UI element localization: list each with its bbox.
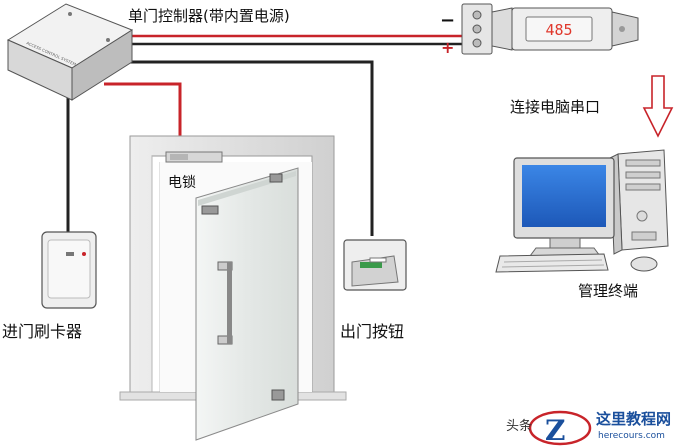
glass-door (195, 167, 299, 441)
watermark-logo: Z (528, 410, 592, 447)
logo-ring-icon (528, 410, 592, 446)
rs485-converter: 485 (461, 3, 639, 55)
management-terminal-label: 管理终端 (578, 282, 639, 300)
converter-display: 485 (545, 21, 572, 39)
watermark-site-url: herecours.com (598, 431, 665, 441)
controller-box: ACCESS CONTROL SYSTEM (6, 3, 134, 101)
exit-button (343, 239, 407, 291)
logo-z-icon: Z (545, 414, 565, 447)
polarity-positive-label: + (441, 38, 455, 57)
controller-to-lock-red-wire (104, 82, 182, 156)
controller-to-exit-button-wire (112, 60, 374, 236)
controller-label: 单门控制器(带内置电源) (128, 7, 290, 25)
exit-button-label: 出门按钮 (340, 322, 405, 341)
wires (66, 34, 462, 236)
card-reader-label: 进门刷卡器 (2, 322, 83, 341)
down-arrow-icon (642, 75, 674, 138)
electric-lock (165, 151, 223, 163)
desktop-computer (495, 149, 669, 273)
card-reader (41, 231, 97, 309)
serial-port-label: 连接电脑串口 (510, 98, 601, 116)
polarity-negative-label: − (440, 10, 456, 31)
lock-label: 电锁 (168, 175, 196, 191)
watermark-site-name: 这里教程网 (596, 410, 672, 428)
watermark-prefix: 头条 (506, 419, 533, 434)
